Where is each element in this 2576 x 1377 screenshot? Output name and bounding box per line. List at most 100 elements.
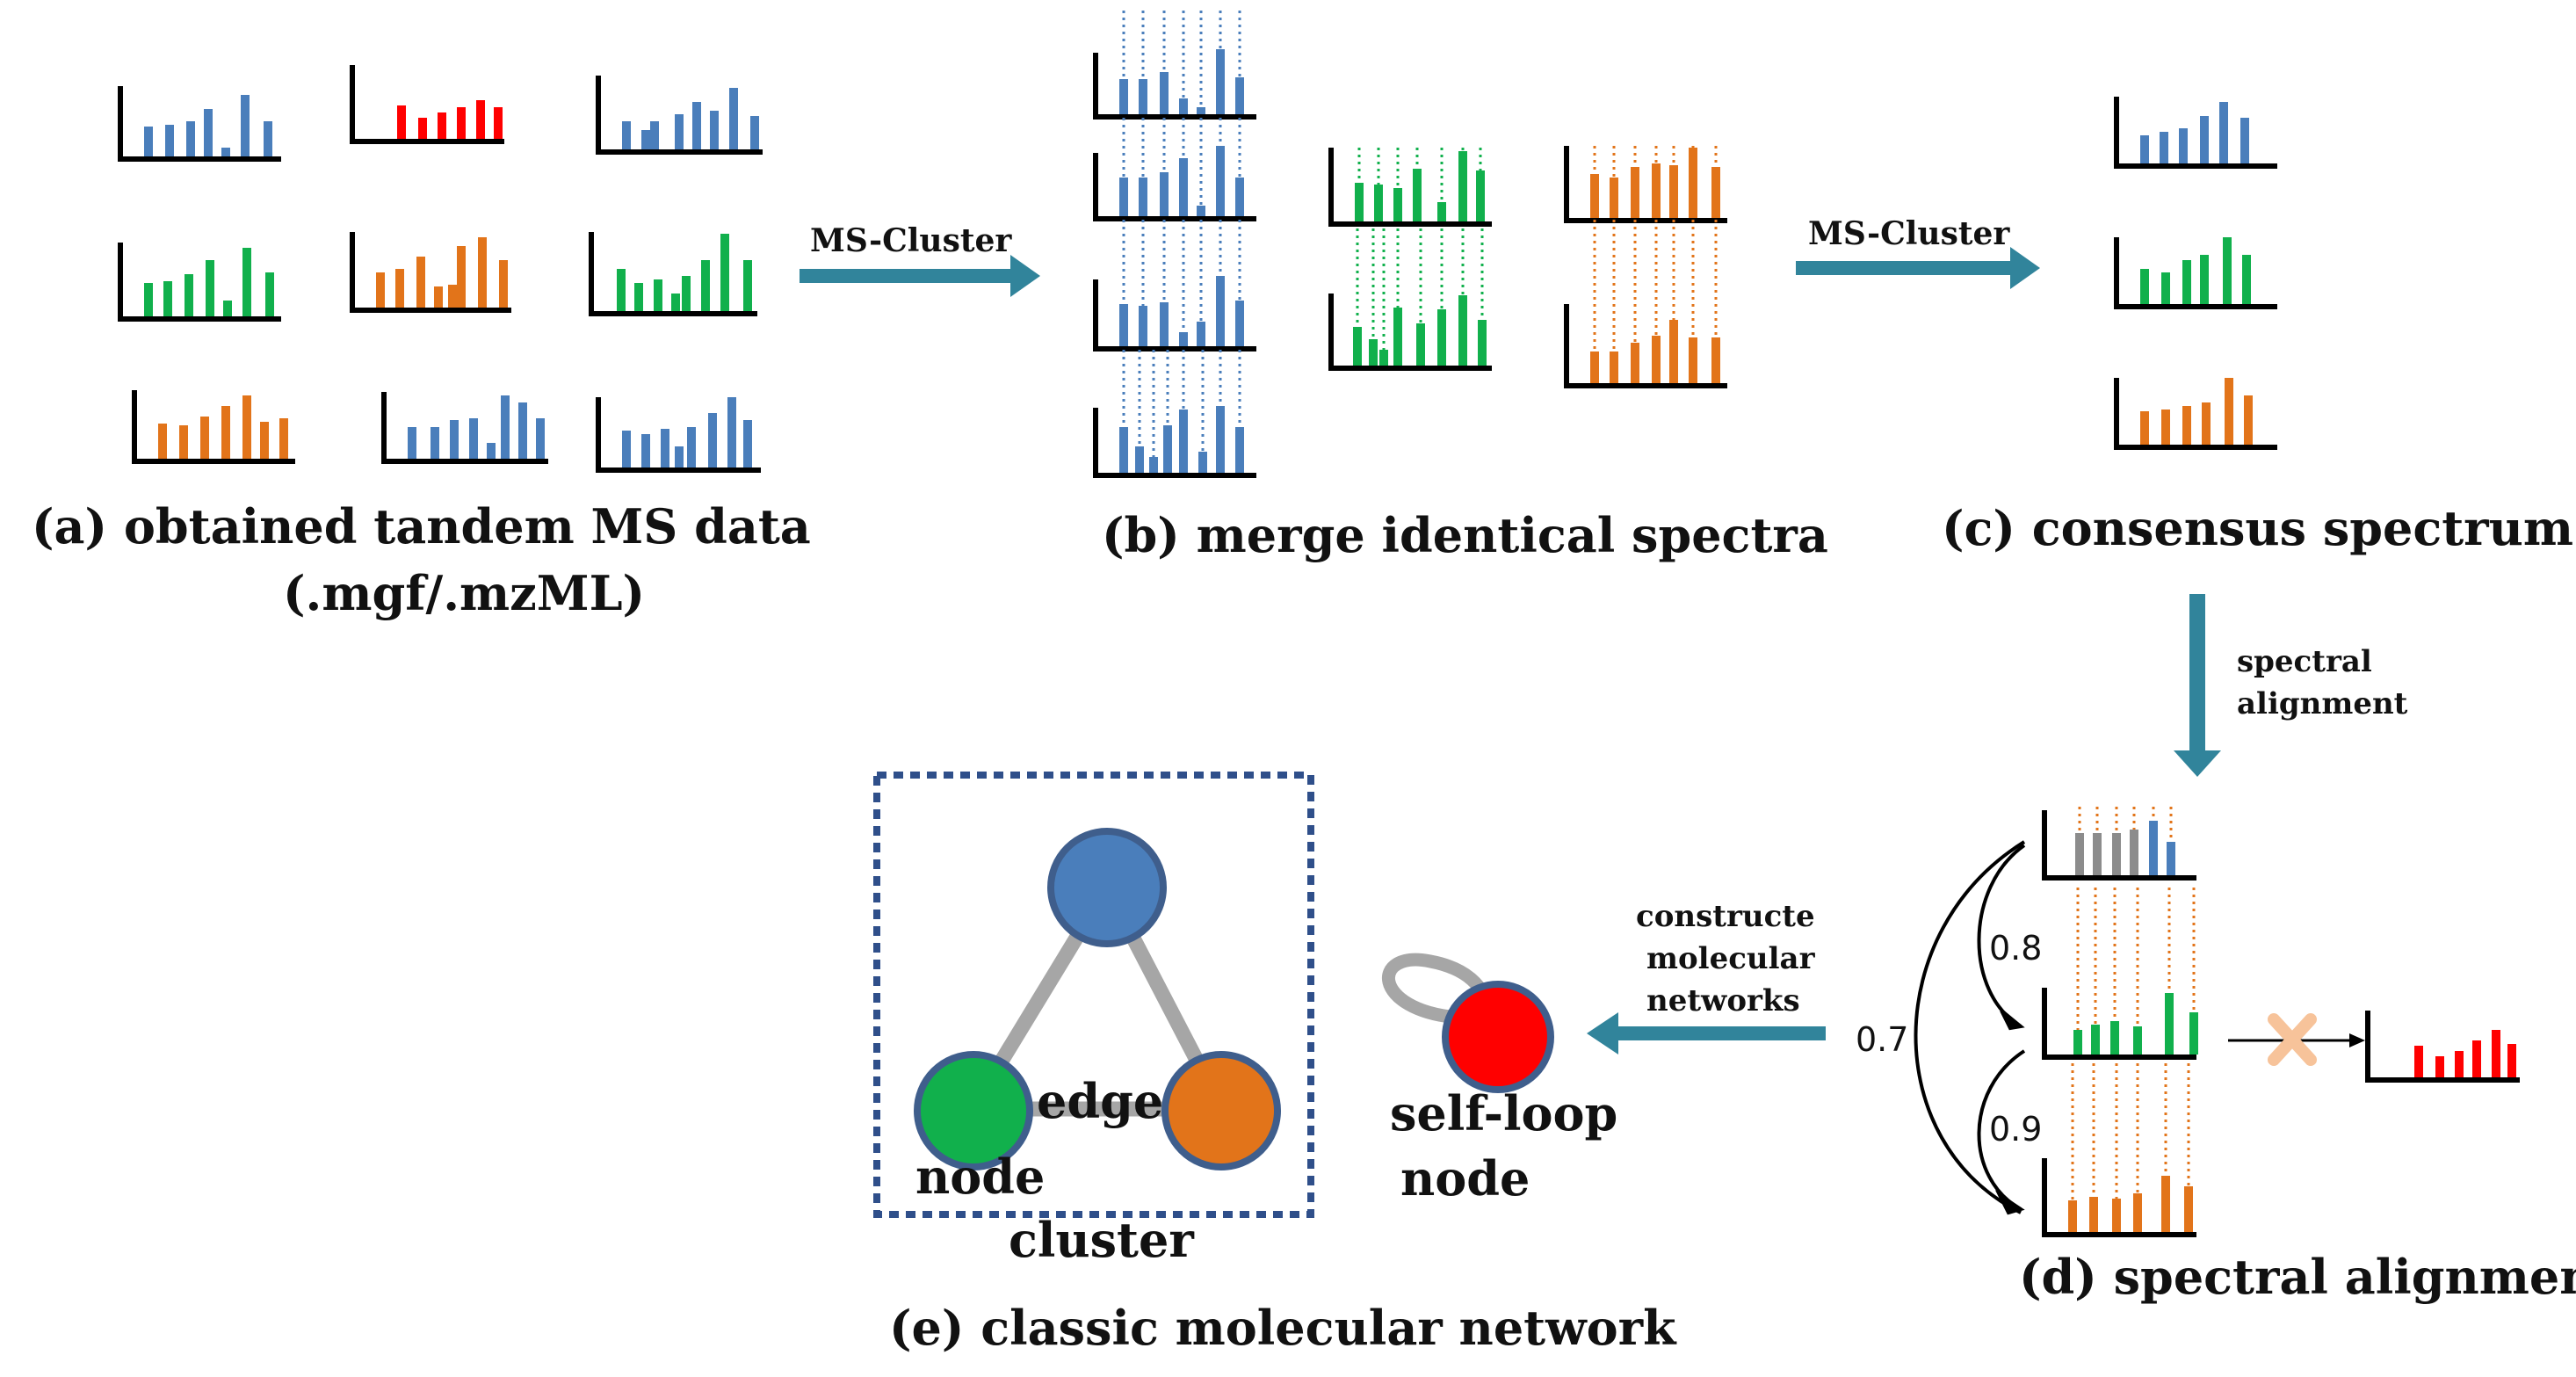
peak (1197, 322, 1205, 346)
peak (158, 424, 167, 459)
peak (1216, 49, 1225, 114)
peak (518, 402, 527, 459)
spectrum-a5 (350, 232, 511, 313)
spectrum-b-green-1 (1328, 148, 1492, 227)
peak (622, 121, 631, 149)
peak (1458, 295, 1467, 366)
peak (2133, 1026, 2142, 1054)
peak (1216, 146, 1225, 216)
peak (2189, 1012, 2198, 1054)
peak (241, 95, 250, 156)
peak (416, 257, 425, 308)
selfloop-label-1: self-loop (1390, 1085, 1617, 1141)
peak (1669, 320, 1678, 383)
cluster-label: cluster (1009, 1212, 1194, 1268)
peak (1139, 79, 1147, 114)
peak (144, 283, 153, 316)
peak (1476, 170, 1485, 221)
peak (2133, 1193, 2142, 1232)
peak (708, 413, 717, 467)
peak (1711, 167, 1720, 218)
peak (448, 285, 457, 308)
peak (1437, 309, 1446, 366)
peak (2140, 269, 2149, 304)
peak (634, 283, 643, 311)
peak (1235, 301, 1244, 346)
spectrum-c-green (2114, 237, 2277, 309)
peak (221, 148, 230, 156)
peak (478, 237, 487, 308)
peak (1216, 406, 1225, 473)
peak (692, 102, 701, 149)
peak (144, 127, 153, 156)
peak (376, 272, 385, 308)
peak (1711, 337, 1720, 383)
peak (1179, 158, 1188, 216)
node-label: node (915, 1149, 1045, 1205)
spectrum-b-blue-2 (1093, 118, 1256, 221)
peak (457, 246, 466, 308)
peak (1119, 427, 1128, 473)
peak (1374, 185, 1383, 221)
peak (1179, 332, 1188, 346)
peak (2093, 833, 2102, 875)
peak (264, 121, 272, 156)
peak (476, 100, 485, 139)
peak (2455, 1051, 2464, 1077)
spectrum-b-green-2 (1328, 228, 1492, 371)
peak (1198, 452, 1207, 473)
arrow-de (1587, 1012, 1826, 1054)
peak (1590, 174, 1599, 218)
node-orange (1161, 1051, 1281, 1170)
peak (2182, 260, 2191, 304)
peak (206, 260, 214, 316)
edge-label: edge (1037, 1073, 1163, 1129)
peak (687, 427, 696, 467)
peak (1631, 167, 1639, 218)
spectrum-d-rejected (2365, 1011, 2520, 1083)
peak (2200, 116, 2209, 163)
spectrum-a3 (596, 76, 763, 155)
peak (1355, 183, 1364, 221)
spectrum-c-orange (2114, 378, 2277, 450)
spectrum-d-bot (2042, 1063, 2196, 1237)
peak (2075, 833, 2084, 875)
spectrum-a1 (118, 86, 281, 162)
peak (1689, 337, 1697, 383)
peak (1393, 308, 1402, 366)
caption-a-format: (.mgf/.mzML) (283, 565, 645, 621)
peak (2507, 1044, 2516, 1077)
peak (675, 446, 684, 467)
peak (185, 274, 193, 316)
peak (204, 109, 213, 156)
panel-b-merged-spectra (1093, 11, 1727, 478)
peak (2161, 272, 2170, 304)
peak (1160, 172, 1169, 216)
peak (1235, 427, 1244, 473)
arrow-de-label-2: molecular (1646, 941, 1816, 976)
peak (2160, 132, 2168, 163)
peak (2179, 128, 2188, 163)
peak (1353, 327, 1362, 366)
peak (536, 418, 545, 459)
peak (2112, 833, 2121, 875)
peak (221, 406, 230, 459)
peak (450, 420, 459, 459)
peak (260, 422, 269, 459)
peak (2225, 378, 2233, 445)
peak (1119, 178, 1128, 216)
peak (1160, 72, 1169, 114)
peak (1119, 79, 1128, 114)
peak (1139, 178, 1147, 216)
peak (682, 276, 691, 311)
peak (2202, 402, 2211, 445)
spectrum-a2 (350, 65, 504, 144)
peak (499, 260, 508, 308)
peak (2472, 1040, 2481, 1077)
peak (1197, 107, 1205, 114)
spectrum-c-blue (2114, 97, 2277, 169)
peak (2165, 993, 2174, 1054)
peak (242, 248, 251, 316)
peak (701, 260, 710, 311)
score-0-7: 0.7 (1856, 1020, 1908, 1059)
